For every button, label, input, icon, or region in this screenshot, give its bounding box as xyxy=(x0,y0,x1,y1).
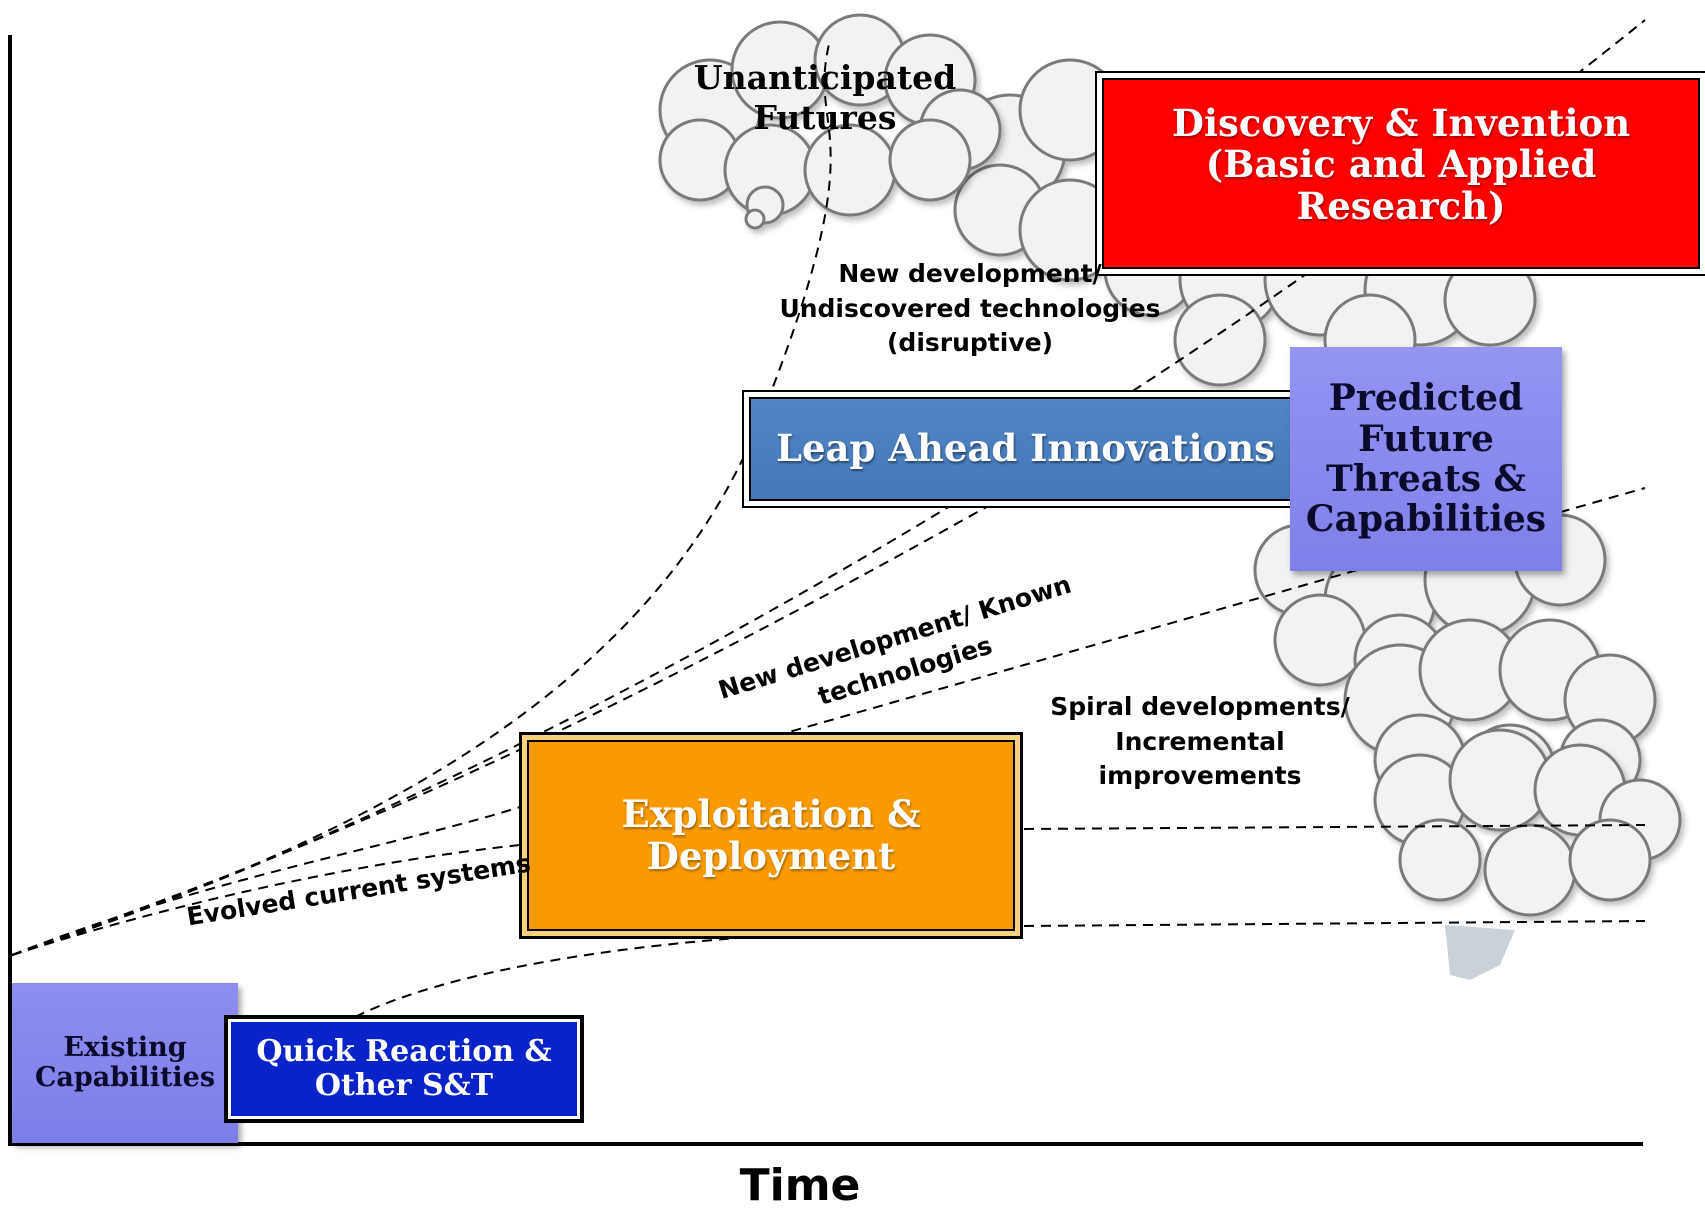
curve-quick xyxy=(354,934,781,1018)
path-label-spiral: Spiral developments/ Incremental improve… xyxy=(1050,692,1350,790)
discovery-invention-box: Discovery & Invention (Basic and Applied… xyxy=(1095,71,1705,276)
quick-reaction-label: Quick Reaction & Other S&T xyxy=(256,1034,552,1103)
exploitation-deployment-label: Exploitation & Deployment xyxy=(621,792,921,878)
leap-ahead-label: Leap Ahead Innovations xyxy=(776,426,1275,471)
line-spiral-upper xyxy=(1023,824,1646,830)
existing-capabilities-label: Existing Capabilities xyxy=(34,1031,216,1093)
curve-evolved xyxy=(11,806,521,956)
x-axis-label: Time xyxy=(739,1160,861,1211)
curve-exploit-low xyxy=(11,844,521,956)
cloud-tail xyxy=(1445,925,1515,980)
cloud-spiral-lower xyxy=(1373,728,1682,917)
line-spiral-lower xyxy=(1023,920,1646,927)
cloud-label-unanticipated: Unanticipated Futures xyxy=(693,58,957,137)
leap-ahead-box: Leap Ahead Innovations xyxy=(742,390,1309,508)
predicted-future-label: Predicted Future Threats & Capabilities xyxy=(1305,377,1547,541)
path-label-undiscovered: New development/ Undiscovered technologi… xyxy=(779,259,1161,357)
existing-capabilities-box: Existing Capabilities xyxy=(12,983,238,1143)
predicted-future-box: Predicted Future Threats & Capabilities xyxy=(1290,347,1562,571)
discovery-invention-label: Discovery & Invention (Basic and Applied… xyxy=(1171,101,1631,228)
exploitation-deployment-box: Exploitation & Deployment xyxy=(520,733,1022,938)
quick-reaction-box: Quick Reaction & Other S&T xyxy=(226,1017,582,1121)
cloud-unanticipated-shape xyxy=(658,13,1002,230)
